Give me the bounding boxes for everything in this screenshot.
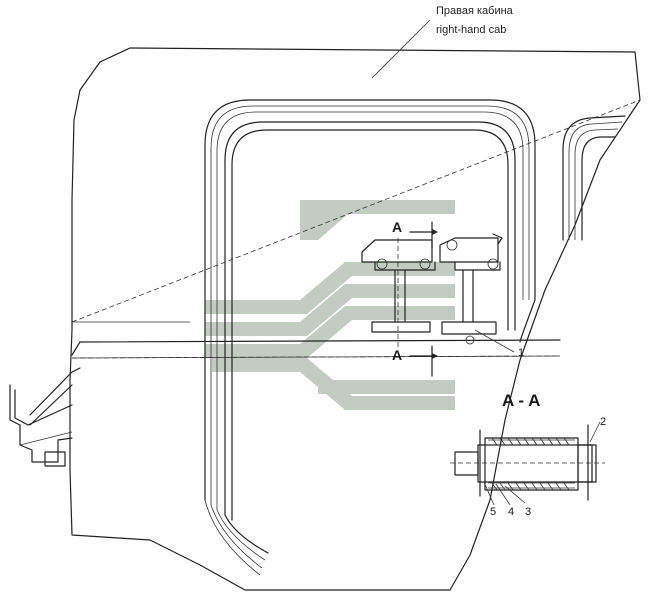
section-mark-bottom: A [392,347,402,363]
callout-5: 5 [490,506,496,518]
caption-en: right-hand cab [436,24,506,36]
door-frame [204,99,536,576]
caption-ru: Правая кабина [436,5,514,17]
hinge-assembly [361,233,503,348]
callout-2: 2 [600,416,606,428]
leader-lines [371,19,601,506]
section-cut-markers [409,221,438,377]
callout-1: 1 [518,347,524,359]
section-aa-detail [450,424,605,501]
mounting-bracket [9,367,81,467]
insulator-hatching [491,437,570,491]
rear-door-edge [562,115,626,241]
callout-4: 4 [508,506,514,518]
chevron-logo-watermark [205,200,455,410]
section-mark-top: A [392,219,402,235]
section-title: A - A [502,391,540,410]
callout-3: 3 [525,506,531,518]
construction-lines [71,99,641,359]
